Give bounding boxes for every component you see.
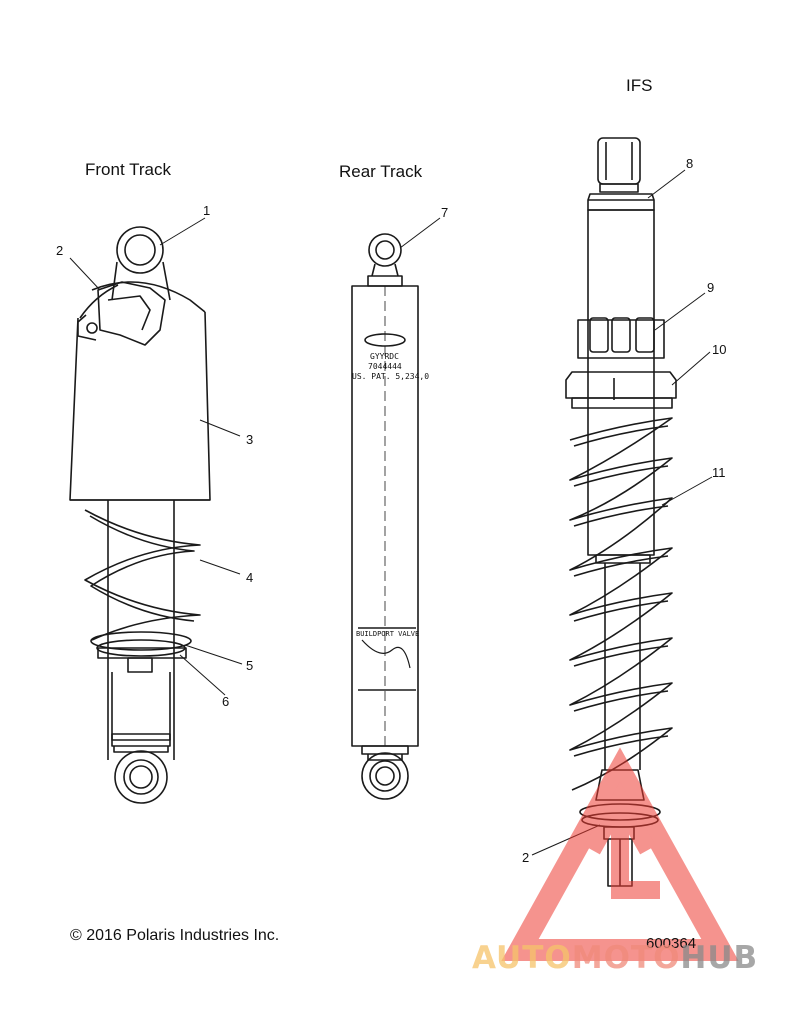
callout-7: 7 xyxy=(441,205,449,220)
body-text-2: 7044444 xyxy=(368,362,402,371)
callout-6: 6 xyxy=(222,694,230,709)
callout-5: 5 xyxy=(246,658,254,673)
callout-10: 10 xyxy=(712,342,727,357)
ifs-title: IFS xyxy=(626,76,653,95)
watermark-hub: HUB xyxy=(680,940,759,976)
front-track-title: Front Track xyxy=(85,160,171,179)
callout-8: 8 xyxy=(686,156,694,171)
callout-3: 3 xyxy=(246,432,254,447)
rear-track-shock xyxy=(351,233,419,800)
callout-1: 1 xyxy=(203,203,211,218)
watermark-text: AUTOMOTOHUB xyxy=(472,940,758,976)
part-number: 600364 xyxy=(646,935,697,952)
watermark-logo xyxy=(501,747,739,961)
callout-9: 9 xyxy=(707,280,715,295)
body-text-3: US. PAT. 5,234,0 xyxy=(352,372,430,381)
callout-2-ifs: 2 xyxy=(522,850,530,865)
rear-track-title: Rear Track xyxy=(339,162,423,181)
callout-4: 4 xyxy=(246,570,254,585)
valve-text: BUILDPORT VALVE xyxy=(356,630,420,638)
watermark-auto: AUTO xyxy=(472,940,572,976)
front-track-shock xyxy=(69,226,211,804)
callout-2: 2 xyxy=(56,243,64,258)
body-text-1: GYYRDC xyxy=(370,352,399,361)
callout-11: 11 xyxy=(712,465,726,480)
copyright-text: © 2016 Polaris Industries Inc. xyxy=(70,927,280,944)
watermark-moto: MOTO xyxy=(571,940,681,976)
